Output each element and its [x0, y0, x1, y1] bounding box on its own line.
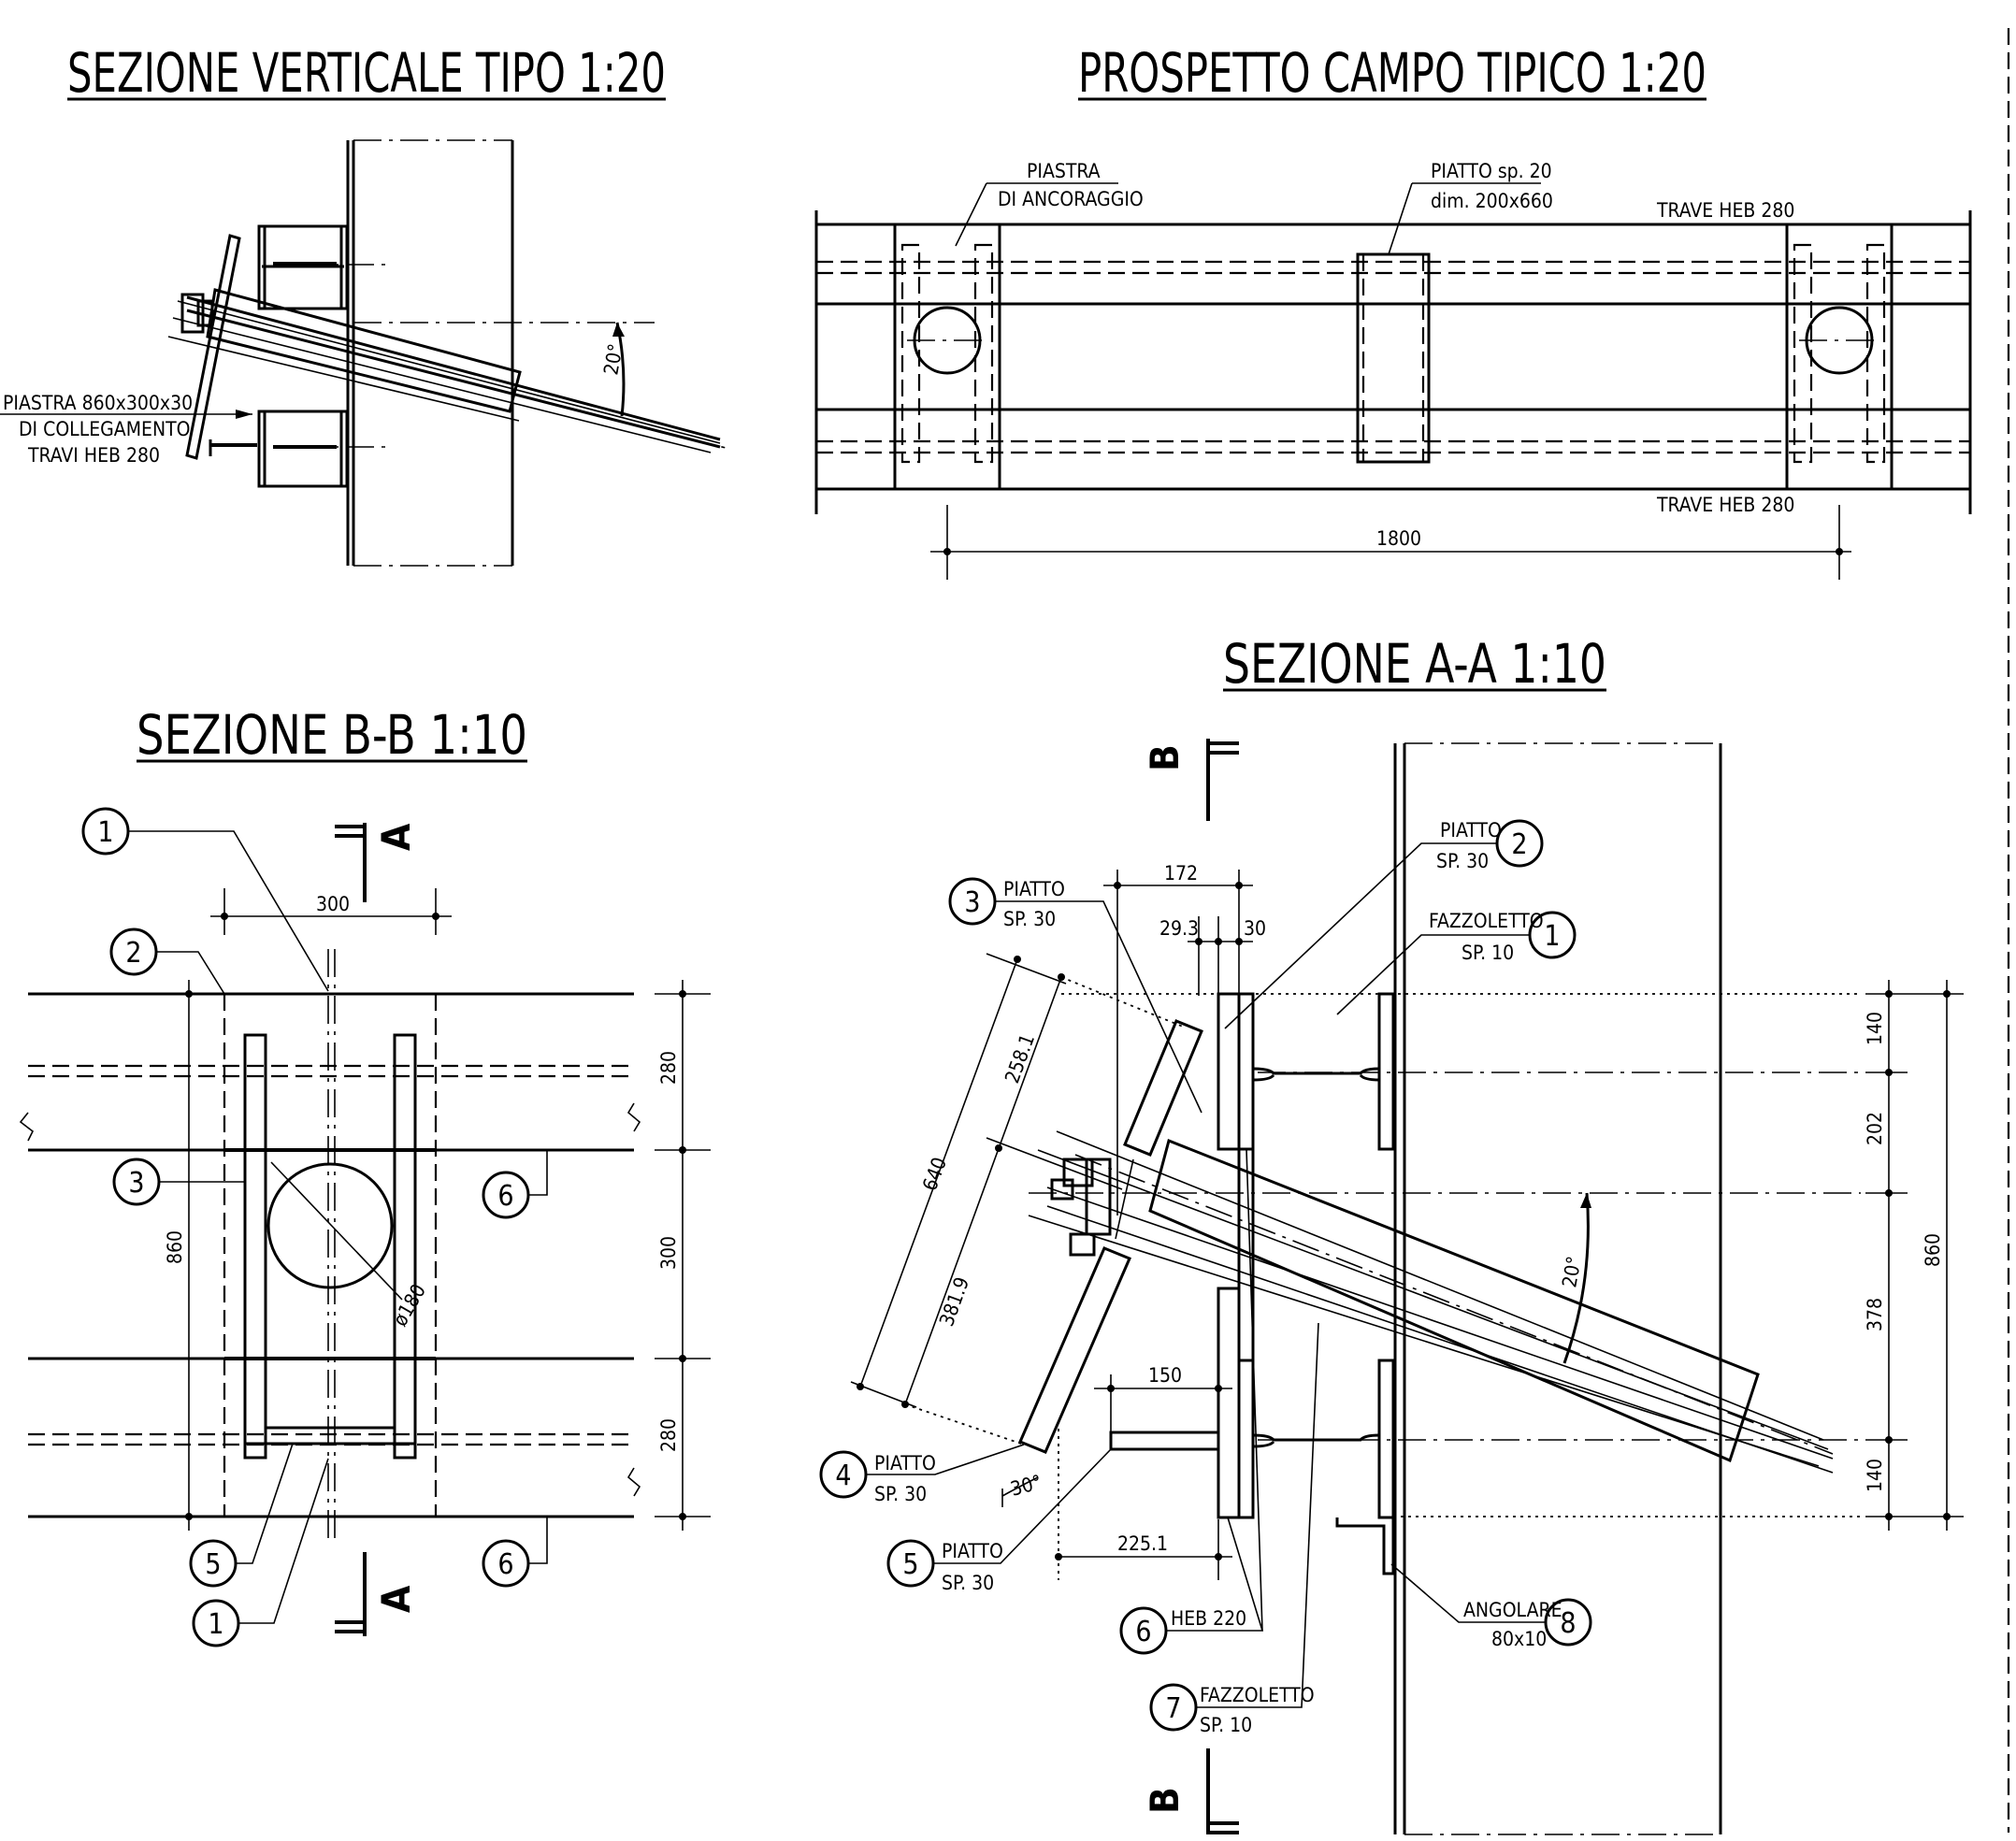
elevation-drawing: PIASTRA DI ANCORAGGIO PIATTO sp. 20 dim.… [814, 160, 1972, 580]
svg-text:FAZZOLETTO: FAZZOLETTO [1200, 1684, 1315, 1706]
section-bb-marker-1-bottom: 1 [192, 1458, 329, 1647]
section-aa-dim-29: 29.3 [1159, 917, 1199, 940]
title-elevation-text: PROSPETTO CAMPO TIPICO 1:20 [1078, 41, 1706, 105]
elevation-span: 1800 [1376, 527, 1421, 550]
section-aa-r202: 202 [1864, 1112, 1886, 1145]
svg-text:5: 5 [902, 1548, 918, 1581]
section-aa-marker-5: 5 PIATTO SP. 30 [886, 1448, 1112, 1594]
section-bb-marker-1-top: 1 [81, 807, 329, 992]
section-aa-dim-172: 172 [1164, 862, 1198, 885]
section-aa-dim-258: 258.1 [1001, 1031, 1039, 1086]
elevation-anchor-label-1: DI ANCORAGGIO [998, 188, 1144, 210]
elevation-beam-bottom: TRAVE HEB 280 [1656, 494, 1794, 516]
svg-text:PIATTO: PIATTO [1440, 819, 1502, 841]
section-bb-bottom: 280 [657, 1418, 680, 1452]
section-aa-dim-381: 381.9 [935, 1274, 973, 1330]
section-aa-dim-225: 225.1 [1117, 1532, 1168, 1555]
svg-text:7: 7 [1165, 1692, 1181, 1725]
vertical-section-label-0: PIASTRA 860x300x30 [3, 392, 193, 414]
section-aa-r140a: 140 [1864, 1012, 1886, 1045]
svg-text:2: 2 [125, 937, 141, 970]
section-aa-marker-6: 6 HEB 220 [1119, 1148, 1264, 1655]
svg-text:SP. 30: SP. 30 [1003, 908, 1056, 930]
svg-text:SP. 30: SP. 30 [874, 1483, 927, 1505]
section-bb-cut-top: A [373, 823, 419, 851]
svg-text:6: 6 [497, 1180, 513, 1213]
section-aa-drawing: 20° 172 29.3 30 640 258.1 381.9 [819, 739, 1964, 1835]
elevation-beam-top: TRAVE HEB 280 [1656, 199, 1794, 222]
svg-text:SP. 30: SP. 30 [942, 1572, 994, 1594]
svg-text:FAZZOLETTO: FAZZOLETTO [1429, 910, 1544, 932]
svg-text:1: 1 [208, 1608, 223, 1641]
section-aa-dim-640: 640 [918, 1155, 951, 1194]
svg-text:80x10: 80x10 [1491, 1628, 1547, 1650]
vertical-section-label-1: DI COLLEGAMENTO [19, 418, 191, 440]
title-vertical-section: SEZIONE VERTICALE TIPO 1:20 [67, 41, 666, 105]
svg-text:SP. 30: SP. 30 [1436, 850, 1489, 872]
section-aa-marker-2: 2 PIATTO SP. 30 [1224, 819, 1544, 1029]
section-aa-cut-bottom: B [1142, 1787, 1188, 1814]
svg-text:SP. 10: SP. 10 [1200, 1714, 1252, 1736]
section-aa-dim-150: 150 [1148, 1364, 1182, 1387]
elevation-flat-label-1: dim. 200x660 [1431, 190, 1553, 212]
vertical-section-label-2: TRAVI HEB 280 [27, 444, 160, 467]
section-bb-cut-bottom: A [373, 1585, 419, 1613]
title-section-bb: SEZIONE B-B 1:10 [137, 703, 527, 767]
section-bb-marker-6-top: 6 [482, 1150, 548, 1219]
section-aa-angle-20: 20° [1558, 1255, 1585, 1289]
svg-text:5: 5 [205, 1548, 221, 1581]
vertical-section-angle: 20° [599, 342, 626, 377]
svg-text:2: 2 [1511, 828, 1527, 861]
section-bb-marker-5: 5 [189, 1443, 294, 1588]
svg-text:ANGOLARE: ANGOLARE [1463, 1599, 1562, 1621]
section-bb-width: 300 [316, 893, 350, 915]
section-bb-mid: 300 [657, 1236, 680, 1270]
svg-text:1: 1 [1544, 920, 1560, 953]
title-section-aa-text: SEZIONE A-A 1:10 [1223, 632, 1606, 696]
title-section-bb-text: SEZIONE B-B 1:10 [137, 703, 527, 767]
svg-text:PIATTO: PIATTO [942, 1540, 1003, 1562]
svg-text:3: 3 [128, 1167, 144, 1200]
svg-text:PIATTO: PIATTO [874, 1452, 936, 1474]
svg-text:PIATTO: PIATTO [1003, 878, 1065, 900]
svg-text:1: 1 [97, 816, 113, 849]
svg-text:3: 3 [964, 886, 980, 919]
section-bb-top: 280 [657, 1051, 680, 1085]
svg-text:6: 6 [497, 1548, 513, 1581]
section-aa-r378: 378 [1864, 1298, 1886, 1331]
section-bb-marker-2: 2 [109, 928, 225, 995]
section-aa-marker-3: 3 PIATTO SP. 30 [948, 877, 1202, 1114]
section-bb-drawing: ø180 300 860 280 300 280 A A [19, 807, 711, 1647]
svg-text:6: 6 [1135, 1616, 1151, 1648]
section-aa-marker-8: 8 ANGOLARE 80x10 [1390, 1563, 1592, 1650]
vertical-section-drawing: 20° PIASTRA 860x300x30 DI COLLEGAMENTO T… [0, 139, 730, 567]
section-aa-marker-4: 4 PIATTO SP. 30 [819, 1444, 1025, 1505]
elevation-anchor-label-0: PIASTRA [1027, 160, 1101, 182]
section-aa-angle-30: 30° [1008, 1471, 1044, 1501]
svg-text:HEB 220: HEB 220 [1171, 1607, 1246, 1630]
svg-text:SP. 10: SP. 10 [1462, 942, 1514, 964]
title-section-aa: SEZIONE A-A 1:10 [1223, 632, 1606, 696]
section-bb-marker-6-bottom: 6 [482, 1517, 548, 1588]
section-aa-r860: 860 [1922, 1233, 1944, 1267]
svg-text:8: 8 [1560, 1607, 1576, 1640]
section-aa-marker-1: 1 FAZZOLETTO SP. 10 [1336, 910, 1577, 1015]
section-aa-marker-7: 7 FAZZOLETTO SP. 10 [1149, 1322, 1319, 1736]
section-bb-marker-3: 3 [112, 1158, 245, 1206]
title-elevation: PROSPETTO CAMPO TIPICO 1:20 [1078, 41, 1706, 105]
section-aa-cut-top: B [1142, 744, 1188, 771]
title-vertical-section-text: SEZIONE VERTICALE TIPO 1:20 [67, 41, 666, 105]
section-bb-height: 860 [164, 1230, 186, 1264]
svg-text:4: 4 [835, 1460, 851, 1492]
section-aa-dim-30: 30 [1244, 917, 1266, 940]
section-aa-r140b: 140 [1864, 1459, 1886, 1492]
elevation-flat-label-0: PIATTO sp. 20 [1431, 160, 1552, 182]
